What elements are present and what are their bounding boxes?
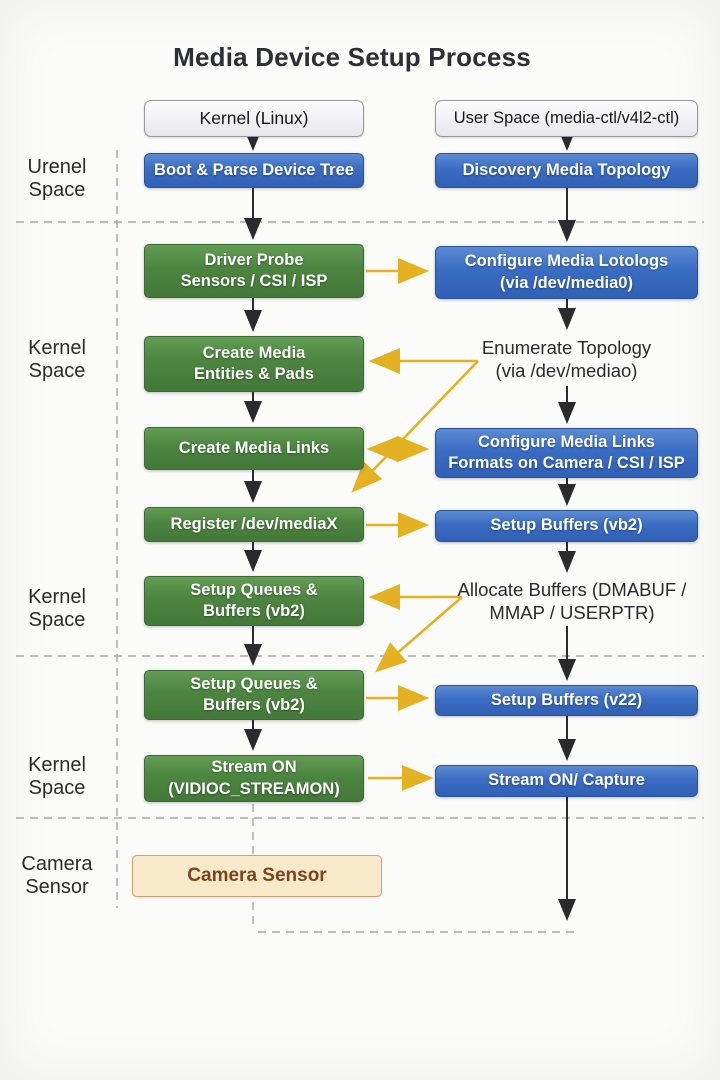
- node-boot-parse-device-tree: Boot & Parse Device Tree: [144, 153, 364, 188]
- node-discovery-media-topology: Discovery Media Topology: [435, 153, 698, 188]
- node-camera-sensor: Camera Sensor: [132, 855, 382, 897]
- lane-label-kernel-space-1: Kernel Space: [28, 337, 86, 382]
- text-enumerate-topology: Enumerate Topology (via /dev/mediao): [481, 337, 652, 382]
- node-setup-queues-buffers-1: Setup Queues & Buffers (vb2): [144, 576, 364, 626]
- node-configure-media-links: Configure Media Links Formats on Camera …: [435, 428, 698, 478]
- node-driver-probe: Driver Probe Sensors / CSI / ISP: [144, 244, 364, 298]
- node-setup-queues-buffers-2: Setup Queues & Buffers (vb2): [144, 670, 364, 720]
- node-setup-buffers-v22: Setup Buffers (v22): [435, 685, 698, 716]
- lane-label-kernel-space-3: Kernel Space: [28, 754, 86, 799]
- node-create-media-links: Create Media Links: [144, 427, 364, 470]
- lane-label-camera-sensor: Camera Sensor: [21, 853, 93, 898]
- lane-label-urenel-space: Urenel Space: [27, 156, 87, 201]
- header-user-space: User Space (media-ctl/v4l2-ctl): [435, 100, 698, 137]
- lane-label-kernel-space-2: Kernel Space: [28, 586, 86, 631]
- text-allocate-buffers: Allocate Buffers (DMABUF / MMAP / USERPT…: [457, 579, 687, 624]
- node-register-dev-mediax: Register /dev/mediaX: [144, 507, 364, 542]
- page-title: Media Device Setup Process: [173, 42, 531, 72]
- node-stream-on: Stream ON (VIDIOC_STREAMON): [144, 755, 364, 802]
- lane-separators: [16, 150, 704, 933]
- node-configure-media-lotologs: Configure Media Lotologs (via /dev/media…: [435, 246, 698, 299]
- cross-column-arrows: [351, 258, 479, 791]
- node-stream-on-capture: Stream ON/ Capture: [435, 765, 698, 797]
- node-create-media-entities: Create Media Entities & Pads: [144, 336, 364, 392]
- node-setup-buffers-vb2: Setup Buffers (vb2): [435, 510, 698, 542]
- header-kernel-linux: Kernel (Linux): [144, 100, 364, 137]
